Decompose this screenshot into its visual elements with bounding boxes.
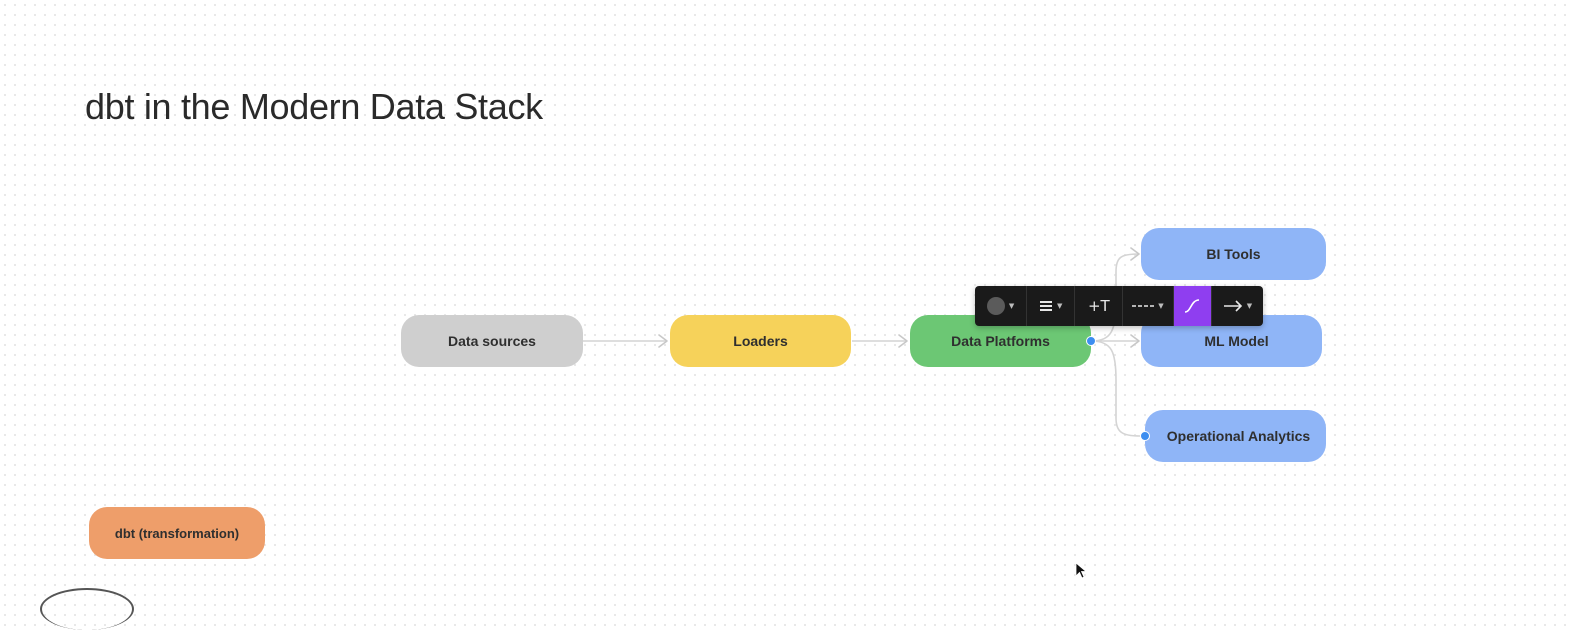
connector-start-handle[interactable] — [1086, 336, 1096, 346]
chevron-down-icon: ▼ — [1008, 302, 1015, 310]
dbt-transformation-node[interactable]: dbt (transformation) — [89, 507, 265, 559]
data-sources-label: Data sources — [448, 333, 536, 349]
fill-color-button[interactable]: ▼ — [975, 286, 1028, 326]
line-weight-icon — [1039, 301, 1052, 311]
arrowhead-loaders — [658, 334, 668, 348]
connector-end-handle[interactable] — [1140, 431, 1150, 441]
fill-circle-icon — [986, 297, 1005, 315]
dbt-transformation-label: dbt (transformation) — [114, 525, 240, 541]
connector-curve-button[interactable] — [1173, 286, 1212, 326]
chevron-down-icon: ▼ — [1158, 302, 1164, 310]
bi-tools-label: BI Tools — [1206, 246, 1261, 262]
partial-shape — [40, 588, 134, 630]
operational-analytics-label: Operational Analytics — [1166, 428, 1311, 444]
arrowhead-bi — [1130, 247, 1140, 261]
loaders-node[interactable]: Loaders — [670, 315, 851, 367]
line-weight-button[interactable]: ▼ — [1027, 286, 1076, 326]
data-platforms-label: Data Platforms — [951, 333, 1050, 349]
loaders-label: Loaders — [733, 333, 788, 349]
line-style-button[interactable]: ▼ — [1123, 286, 1174, 326]
arrowhead-platforms — [898, 334, 908, 348]
dashed-line-icon — [1132, 305, 1155, 307]
mouse-pointer-icon — [1075, 562, 1088, 579]
connector-platforms-ops — [1090, 340, 1141, 437]
curved-connector-icon — [1185, 299, 1200, 313]
arrowhead-ml — [1130, 334, 1140, 348]
chevron-down-icon: ▼ — [1246, 302, 1253, 310]
arrowhead-button[interactable]: ▼ — [1212, 286, 1263, 326]
chevron-down-icon: ▼ — [1056, 302, 1063, 310]
ml-model-label: ML Model — [1204, 333, 1269, 349]
add-text-button[interactable]: +T — [1075, 286, 1124, 326]
operational-analytics-node[interactable]: Operational Analytics — [1145, 410, 1326, 462]
add-text-icon: +T — [1087, 297, 1110, 315]
data-sources-node[interactable]: Data sources — [401, 315, 583, 367]
connector-format-toolbar: ▼ ▼ +T ▼ ▼ — [975, 286, 1263, 326]
arrow-end-icon — [1223, 300, 1242, 312]
bi-tools-node[interactable]: BI Tools — [1141, 228, 1326, 280]
slide-title: dbt in the Modern Data Stack — [85, 86, 543, 127]
